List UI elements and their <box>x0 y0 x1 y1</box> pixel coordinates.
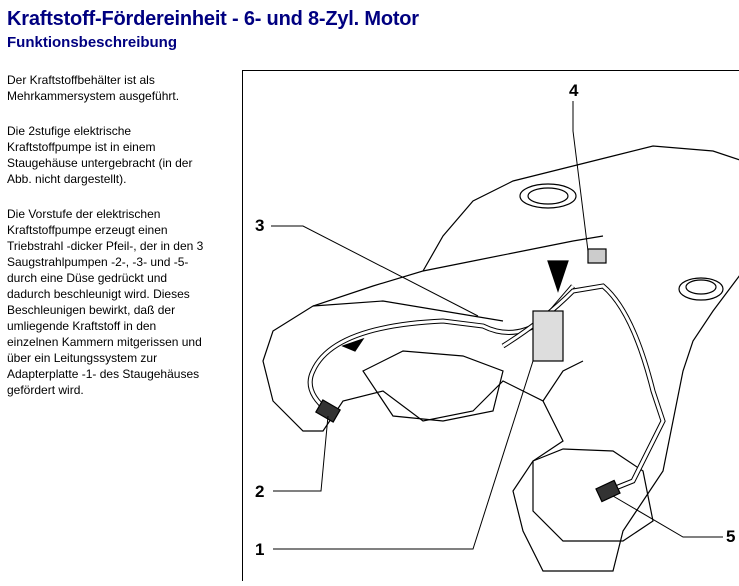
text-line: einzelnen Kammern mitgerissen und <box>7 335 202 349</box>
text-line: Abb. nicht dargestellt). <box>7 172 127 186</box>
callout-5: 5 <box>726 527 736 546</box>
text-line: Triebstrahl -dicker Pfeil-, der in den 3 <box>7 239 204 253</box>
text-line: gefördert wird. <box>7 383 84 397</box>
text-line: Adapterplatte -1- des Staugehäuses <box>7 367 200 381</box>
text-line: Beschleunigen bewirkt, daß der <box>7 303 176 317</box>
page-subtitle: Funktionsbeschreibung <box>7 34 178 51</box>
text-line: über ein Leitungssystem zur <box>7 351 158 365</box>
sender-cap <box>678 277 724 301</box>
text-line: umliegende Kraftstoff in den <box>7 319 157 333</box>
text-line: Kraftstoffpumpe erzeugt einen <box>7 223 168 237</box>
callout-3: 3 <box>255 216 265 235</box>
text-line: Die Vorstufe der elektrischen <box>7 207 161 221</box>
fuel-tank-diagram: 4 3 2 1 5 <box>242 70 739 581</box>
filler-neck <box>519 183 577 209</box>
callout-1: 1 <box>255 540 265 559</box>
text-line: Die 2stufige elektrische <box>7 124 132 138</box>
page-title: Kraftstoff-Fördereinheit - 6- und 8-Zyl.… <box>7 8 419 30</box>
callout-2: 2 <box>255 482 265 501</box>
fuel-tank-drawing <box>262 101 739 572</box>
text-line: dadurch beschleunigt wird. Dieses <box>7 287 190 301</box>
text-line: Kraftstoffpumpe ist in einem <box>7 140 156 154</box>
text-line: Mehrkammersystem ausgeführt. <box>7 89 180 103</box>
text-line: Staugehäuse untergebracht (in der <box>7 156 193 170</box>
text-line: Saugstrahlpumpen -2-, -3- und -5- <box>7 255 189 269</box>
callout-4: 4 <box>569 81 579 100</box>
text-line: durch eine Düse gedrückt und <box>7 271 168 285</box>
text-line: Der Kraftstoffbehälter ist als <box>7 73 155 87</box>
tank-outline <box>262 145 739 572</box>
